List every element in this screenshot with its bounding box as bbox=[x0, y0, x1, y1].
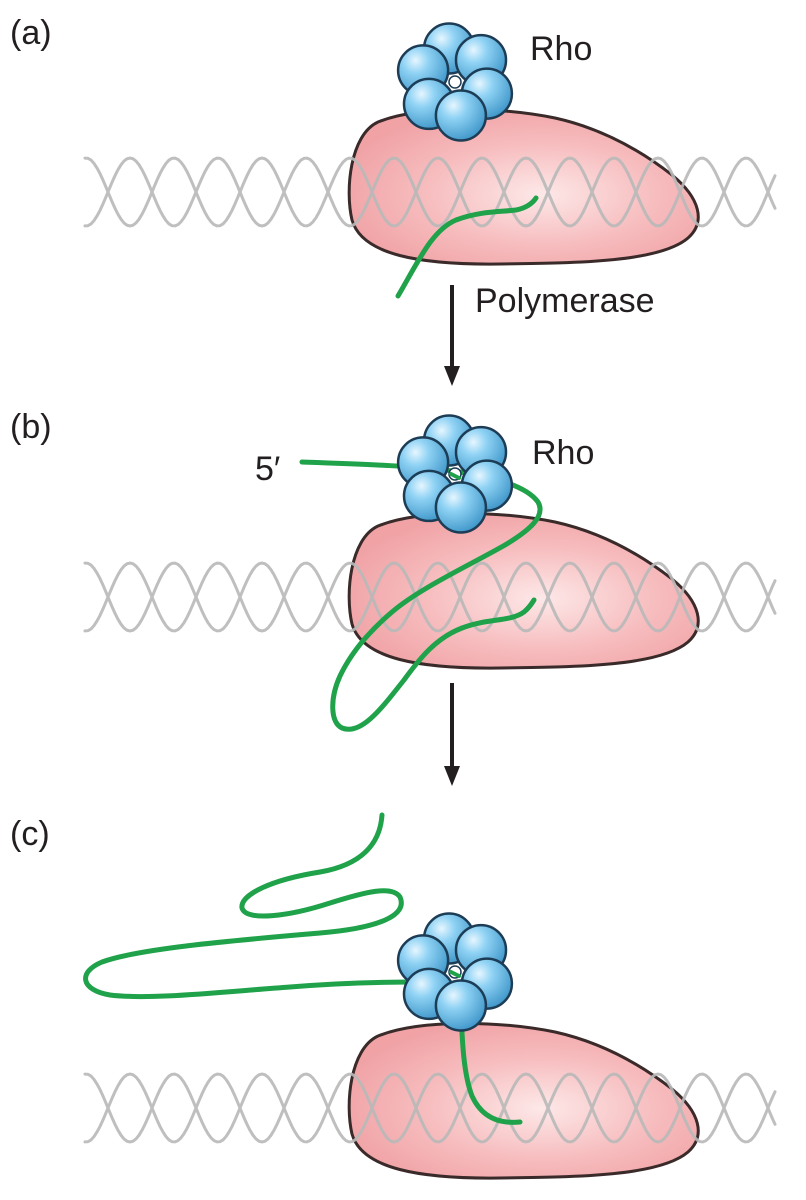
dna-strand-1 bbox=[83, 561, 777, 633]
dna-strand-2 bbox=[83, 1072, 777, 1144]
rho-label: Rho bbox=[530, 30, 592, 68]
rna-polymerase bbox=[347, 1022, 700, 1180]
dna-strand-2 bbox=[83, 561, 777, 633]
rna-polymerase bbox=[347, 108, 700, 266]
rho-hexamer bbox=[396, 22, 514, 142]
rho-hexamer bbox=[396, 912, 514, 1032]
rho-subunit bbox=[434, 481, 488, 534]
dna-helix bbox=[83, 156, 777, 228]
down-arrow bbox=[444, 683, 460, 786]
dna-strand-1 bbox=[83, 156, 777, 228]
dna-helix bbox=[83, 1072, 777, 1144]
rho-subunit bbox=[434, 979, 488, 1032]
dna-strand-1 bbox=[83, 1072, 777, 1144]
rna-transcript bbox=[395, 195, 539, 299]
dna-strand-2 bbox=[83, 156, 777, 228]
panel-a-label: (a) bbox=[10, 14, 52, 52]
panel-c: (c) bbox=[10, 812, 777, 1180]
rna-polymerase bbox=[347, 512, 700, 670]
rna-in-pore bbox=[449, 472, 461, 480]
rho-hexamer bbox=[396, 414, 514, 534]
rna-transcript bbox=[83, 812, 421, 1000]
down-arrow bbox=[444, 285, 460, 386]
rna-5-prime-label: 5′ bbox=[255, 450, 280, 488]
dna-helix bbox=[83, 561, 777, 633]
rna-in-pore bbox=[449, 970, 461, 978]
rho-label: Rho bbox=[532, 434, 594, 472]
rho-center-pore bbox=[448, 75, 462, 89]
panel-b: (b) Rho 5′ bbox=[10, 408, 777, 786]
rho-subunit bbox=[434, 89, 488, 142]
panel-b-label: (b) bbox=[10, 408, 52, 446]
polymerase-label: Polymerase bbox=[475, 282, 655, 320]
panel-c-label: (c) bbox=[10, 815, 50, 853]
